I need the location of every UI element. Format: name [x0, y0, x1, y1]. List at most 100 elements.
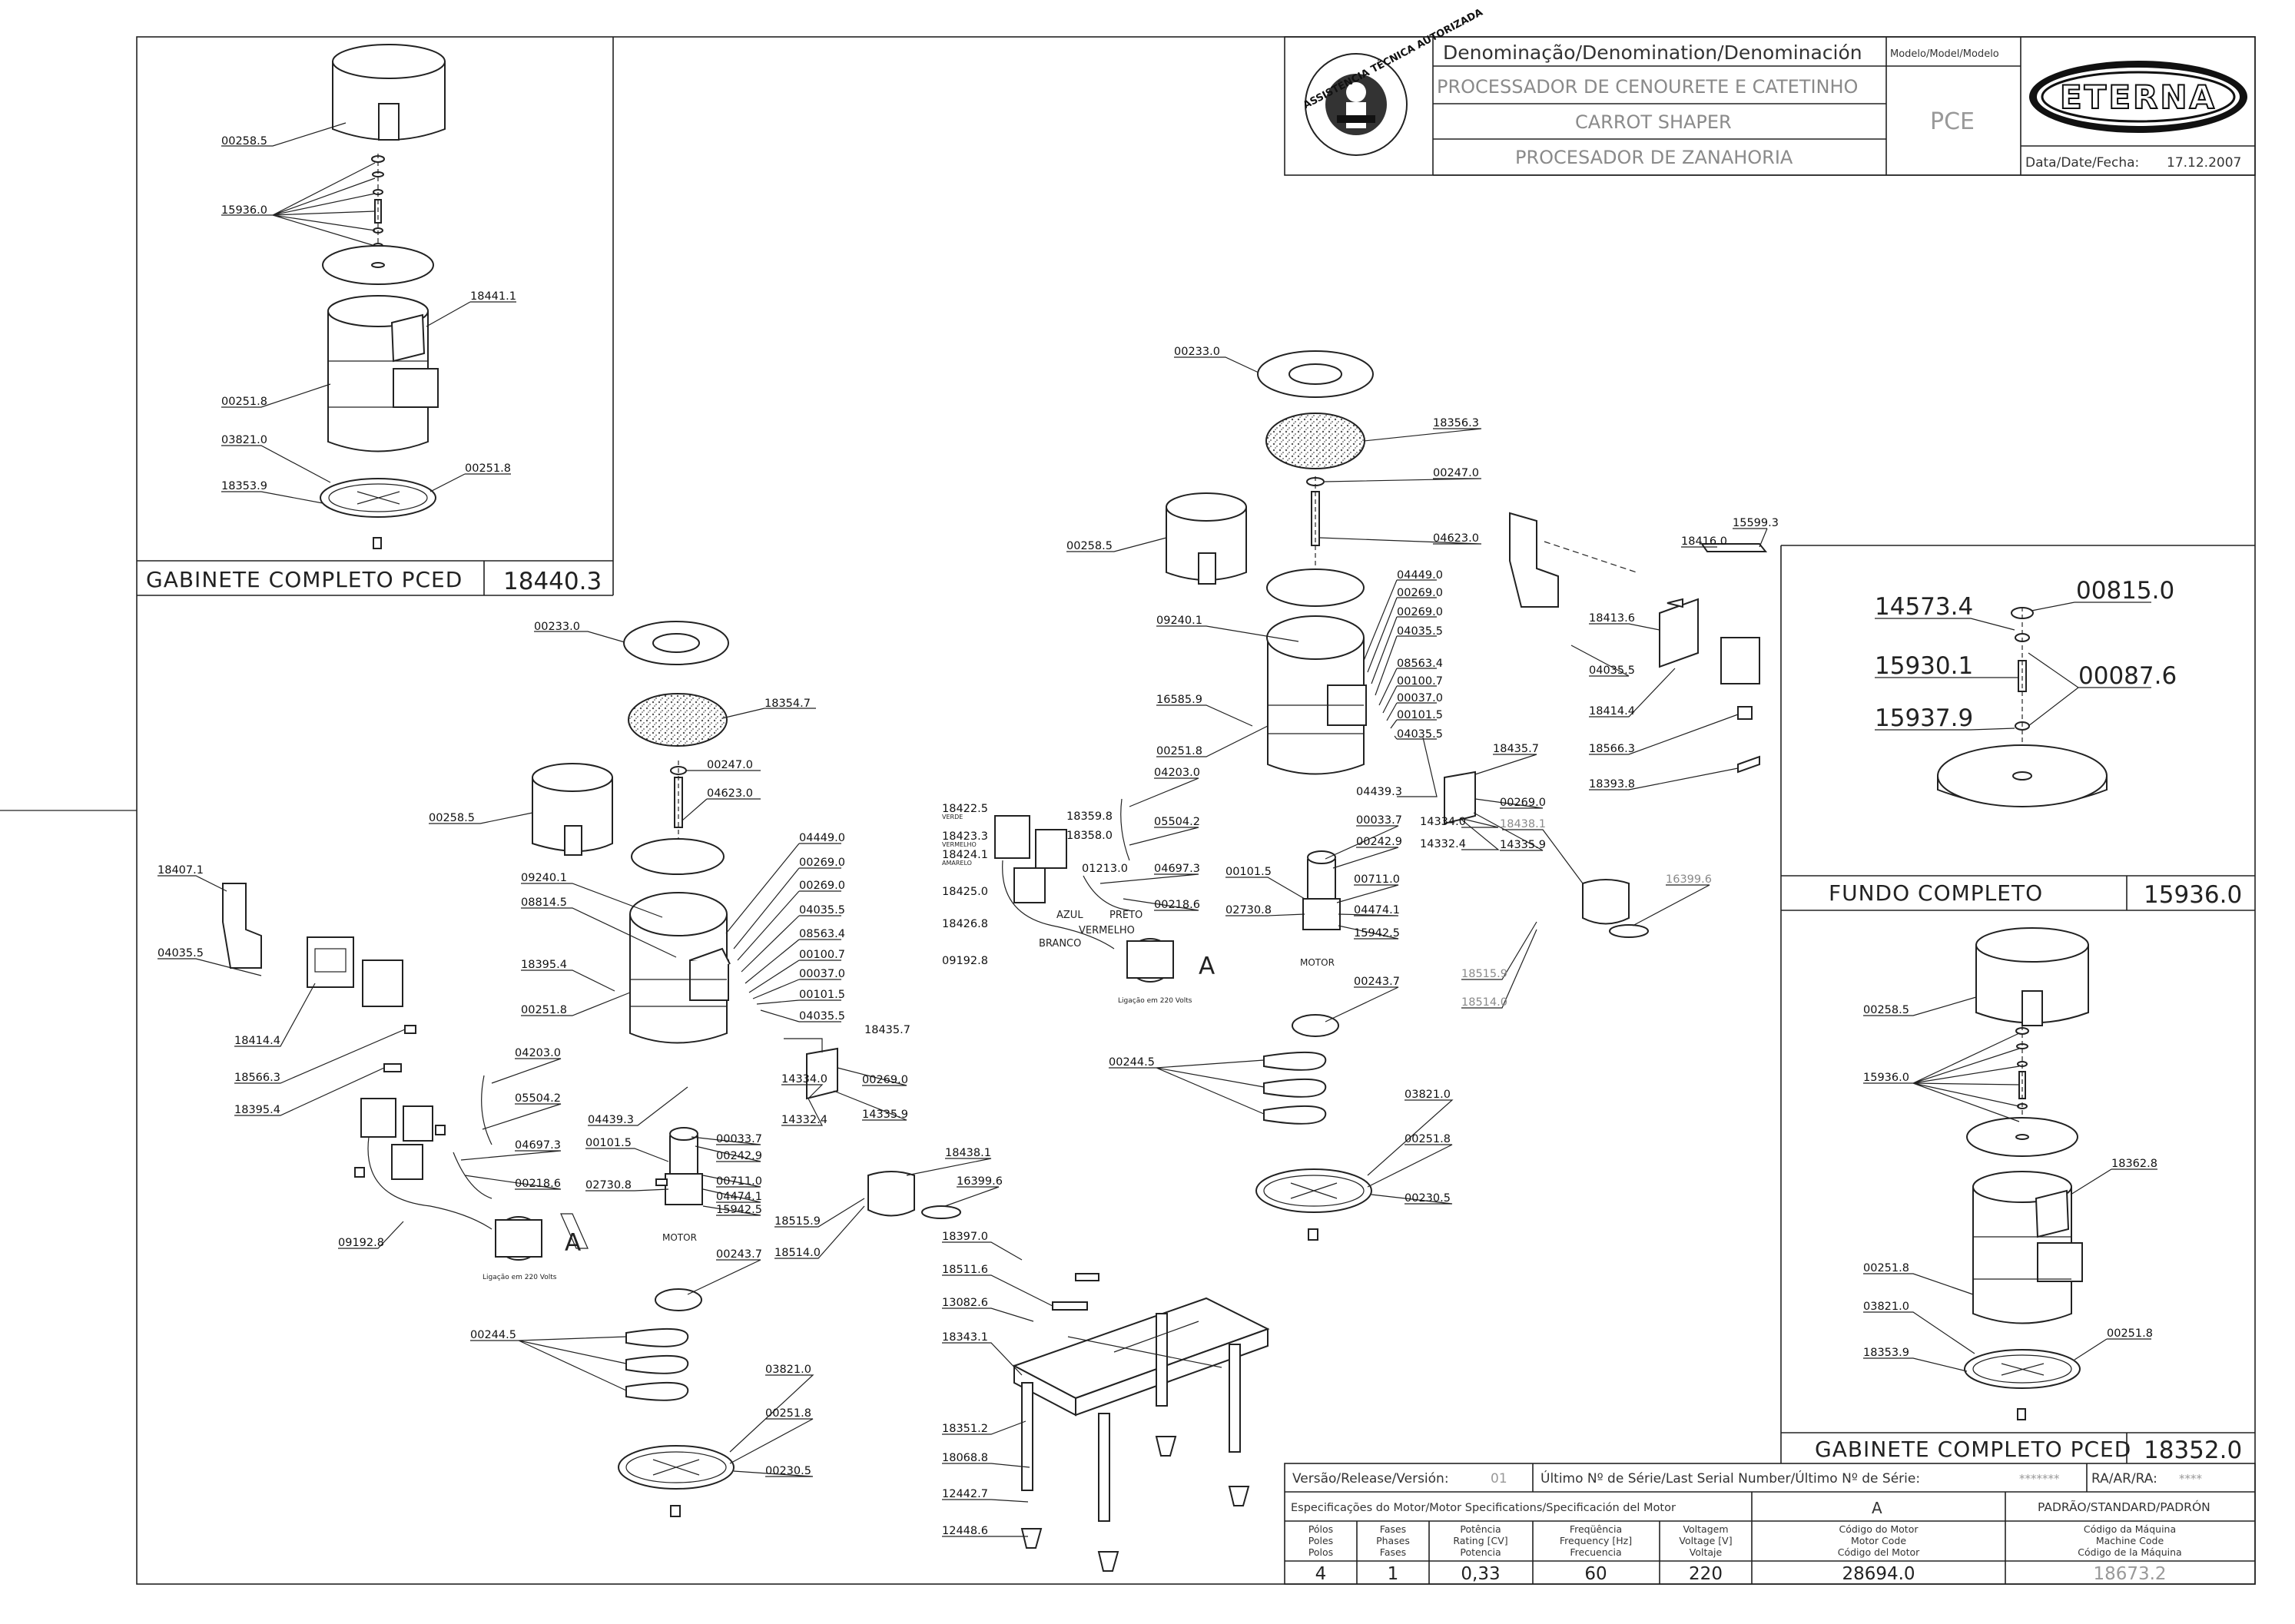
center-label-09192-8: 09192.8	[942, 955, 988, 967]
right-label-18566-3: 18566.3	[1589, 743, 1635, 755]
volt-value: 220	[1689, 1564, 1723, 1584]
frame-label-12448-6: 12448.6	[942, 1525, 988, 1537]
gabinete-tl-title: GABINETE COMPLETO PCED	[146, 567, 463, 592]
center-ligacao: Ligação em 220 Volts	[1118, 997, 1192, 1005]
col-power-3: Potencia	[1460, 1546, 1501, 1558]
left-label-00233-0: 00233.0	[534, 621, 580, 633]
gabr-label-00258-5: 00258.5	[1863, 1004, 1909, 1016]
drawing-center-assembly: AZUL PRETO VERMELHO BRANCO VERDE VERMELH…	[942, 346, 1768, 1241]
col-volt-3: Voltaje	[1690, 1546, 1723, 1558]
center-label-05504-2: 05504.2	[1154, 816, 1200, 828]
center-label-00269-0-b: 00269.0	[1397, 606, 1443, 618]
frame-label-18397-0: 18397.0	[942, 1231, 988, 1243]
col-phases-2: Phases	[1376, 1535, 1410, 1546]
center-label-00230-5: 00230.5	[1405, 1192, 1451, 1205]
center-label-09240-1: 09240.1	[1156, 615, 1202, 627]
left-label-18414-4: 18414.4	[234, 1035, 280, 1047]
left-label-05504-2: 05504.2	[515, 1092, 561, 1105]
col-machine-code-1: Código da Máquina	[2084, 1523, 2176, 1535]
left-label-00218-6: 00218.6	[515, 1178, 561, 1190]
frame-label-12442-7: 12442.7	[942, 1488, 988, 1500]
left-label-00033-7: 00033.7	[716, 1133, 762, 1145]
center-label-08563-4: 08563.4	[1397, 658, 1443, 670]
col-motor-code-1: Código do Motor	[1839, 1523, 1919, 1535]
left-label-00251-8: 00251.8	[521, 1004, 567, 1016]
center-label-04203-0: 04203.0	[1154, 767, 1200, 779]
left-label-18515-9: 18515.9	[774, 1215, 821, 1228]
left-label-04035-5-b: 04035.5	[799, 1010, 845, 1022]
center-label-00101-5-b: 00101.5	[1225, 866, 1272, 878]
center-label-00233-0: 00233.0	[1174, 346, 1220, 358]
ra-value: ****	[2179, 1472, 2203, 1486]
frame-label-18511-6: 18511.6	[942, 1264, 988, 1276]
drawing-left-assembly: A Ligação em 220 Volts MOTOR	[158, 621, 1003, 1517]
left-label-00100-7: 00100.7	[799, 949, 845, 961]
col-machine-code-2: Machine Code	[2096, 1535, 2164, 1546]
left-label-18395-4-a: 18395.4	[521, 959, 567, 971]
left-label-04439-3: 04439.3	[588, 1114, 634, 1126]
left-label-08814-5: 08814.5	[521, 897, 567, 909]
center-label-04035-5-b: 04035.5	[1397, 728, 1443, 741]
left-label-15942-5: 15942.5	[716, 1204, 762, 1216]
name-pt: PROCESSADOR DE CENOURETE E CATETINHO	[1437, 76, 1858, 98]
left-label-00269-0-b: 00269.0	[799, 880, 845, 892]
gabinete-tl-number: 18440.3	[503, 568, 602, 595]
right-label-18414-4: 18414.4	[1589, 705, 1635, 718]
col-power-2: Rating [CV]	[1453, 1535, 1507, 1546]
col-freq-1: Freqüência	[1570, 1523, 1622, 1535]
left-label-16399-6: 16399.6	[957, 1175, 1003, 1188]
center-label-03821-0: 03821.0	[1405, 1089, 1451, 1101]
col-volt-1: Voltagem	[1683, 1523, 1728, 1535]
wire-vermelho: VERMELHO	[1079, 925, 1135, 936]
gabinete-right-title: GABINETE COMPLETO PCED	[1815, 1437, 2131, 1462]
model-value: PCE	[1930, 108, 1975, 135]
left-label-00230-5: 00230.5	[765, 1465, 811, 1477]
fundo-label-15937-9: 15937.9	[1875, 704, 1973, 732]
left-label-00243-7: 00243.7	[716, 1248, 762, 1261]
wire-vermelho-small: VERMELHO	[942, 841, 977, 848]
gabr-label-18353-9: 18353.9	[1863, 1347, 1909, 1359]
left-label-04474-1: 04474.1	[716, 1191, 762, 1203]
center-label-04035-5-a: 04035.5	[1397, 625, 1443, 638]
model-header: Modelo/Model/Modelo	[1890, 48, 1999, 60]
center-label-00218-6: 00218.6	[1154, 899, 1200, 911]
center-label-04449-0: 04449.0	[1397, 569, 1443, 582]
serial-label: Último Nº de Série/Last Serial Number/Úl…	[1541, 1470, 1920, 1486]
center-label-18435-7: 18435.7	[1493, 743, 1539, 755]
center-label-00269-0-a: 00269.0	[1397, 587, 1443, 599]
right-label-18416-0: 18416.0	[1681, 535, 1727, 548]
center-motor-text: MOTOR	[1300, 957, 1335, 968]
left-label-18435-7: 18435.7	[864, 1024, 910, 1036]
fundo-title: FUNDO COMPLETO	[1829, 880, 2043, 906]
center-label-18426-8: 18426.8	[942, 918, 988, 930]
center-label-00251-8: 00251.8	[1156, 745, 1202, 757]
release-block: Versão/Release/Versión: 01 Último Nº de …	[1284, 1463, 2256, 1585]
machine-code-value: 18673.2	[2093, 1564, 2166, 1584]
tl-label-18353-9: 18353.9	[221, 480, 267, 492]
center-label-18438-1: 18438.1	[1500, 818, 1546, 830]
center-label-00251-8-b: 00251.8	[1405, 1133, 1451, 1145]
center-label-14332-4: 14332.4	[1420, 838, 1466, 850]
center-label-15942-5: 15942.5	[1354, 927, 1400, 940]
gabr-label-03821-0: 03821.0	[1863, 1301, 1909, 1313]
gabr-label-15936-0: 15936.0	[1863, 1072, 1909, 1084]
left-label-18438-1: 18438.1	[945, 1147, 991, 1159]
drawing-support-frame: 18397.0 18511.6 13082.6 18343.1 18351.2 …	[942, 1231, 1270, 1572]
left-label-04623-0: 04623.0	[707, 787, 753, 800]
tl-label-15936-0: 15936.0	[221, 204, 267, 217]
left-label-08563-4: 08563.4	[799, 928, 845, 940]
center-label-01213-0: 01213.0	[1082, 863, 1128, 875]
right-label-18413-6: 18413.6	[1589, 612, 1635, 625]
right-label-15599-3: 15599.3	[1733, 517, 1779, 529]
fundo-label-14573-4: 14573.4	[1875, 593, 1973, 621]
center-label-16399-6: 16399.6	[1666, 873, 1712, 886]
center-label-04439-3: 04439.3	[1356, 786, 1402, 798]
center-label-00037-0: 00037.0	[1397, 692, 1443, 704]
left-label-00101-5-a: 00101.5	[799, 989, 845, 1001]
col-freq-2: Frequency [Hz]	[1560, 1535, 1632, 1546]
center-label-00244-5: 00244.5	[1109, 1056, 1155, 1069]
left-label-03821-0: 03821.0	[765, 1364, 811, 1376]
right-label-18393-8: 18393.8	[1589, 778, 1635, 790]
col-poles-2: Poles	[1308, 1535, 1333, 1546]
